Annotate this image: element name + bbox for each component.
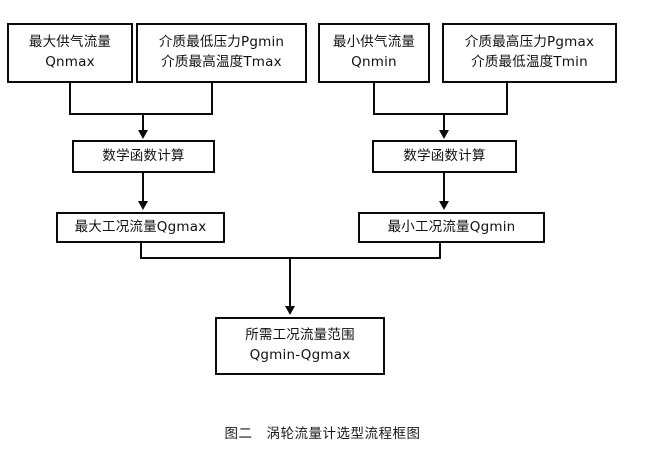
connector-left-merge-bar [69, 113, 213, 115]
connector-left-merge-to-math-shaft [142, 113, 144, 132]
node-max-pressure-min-temp-line2: 介质最低温度Tmin [471, 54, 588, 70]
node-min-pressure-max-temp: 介质最低压力Pgmin 介质最高温度Tmax [136, 23, 307, 83]
connector-bottom-merge-to-result-shaft [289, 257, 291, 307]
connector-max-supply-flow-stem [69, 83, 71, 115]
figure-caption: 图二 涡轮流量计选型流程框图 [224, 426, 421, 442]
arrowhead-left-merge-to-math [138, 130, 148, 139]
connector-max-pressure-min-temp-stem [506, 83, 508, 115]
arrowhead-bottom-merge-to-result [285, 306, 295, 315]
node-math-calc-right-label: 数学函数计算 [403, 147, 486, 164]
connector-math-left-to-max-working-shaft [142, 173, 144, 202]
node-required-flow-range-line1: 所需工况流量范围 [245, 327, 355, 344]
node-required-flow-range-line2: Qgmin-Qgmax [249, 347, 351, 363]
connector-min-pressure-max-temp-stem [211, 83, 213, 115]
connector-math-right-to-min-working-shaft [443, 173, 445, 202]
connector-right-merge-bar [373, 113, 508, 115]
arrowhead-math-left-to-max-working [138, 201, 148, 210]
node-max-supply-flow: 最大供气流量 Qnmax [7, 23, 133, 83]
node-math-calc-left-label: 数学函数计算 [102, 147, 185, 164]
node-math-calc-right: 数学函数计算 [372, 140, 517, 173]
node-min-working-flow: 最小工况流量Qgmin [358, 212, 545, 243]
node-max-supply-flow-line1: 最大供气流量 [28, 34, 112, 51]
node-max-working-flow: 最大工况流量Qgmax [56, 212, 225, 243]
node-math-calc-left: 数学函数计算 [72, 140, 215, 173]
arrowhead-math-right-to-min-working [439, 201, 449, 210]
node-min-pressure-max-temp-line1: 介质最低压力Pgmin [158, 34, 285, 51]
node-min-supply-flow-line1: 最小供气流量 [332, 34, 416, 51]
arrowhead-right-merge-to-math [439, 130, 449, 139]
connector-max-working-flow-stem [140, 243, 142, 259]
node-max-supply-flow-line2: Qnmax [45, 54, 95, 70]
connector-min-working-flow-stem [439, 243, 441, 259]
node-min-supply-flow: 最小供气流量 Qnmin [318, 23, 430, 83]
node-max-pressure-min-temp: 介质最高压力Pgmax 介质最低温度Tmin [442, 23, 617, 83]
node-min-supply-flow-line2: Qnmin [351, 54, 397, 70]
connector-right-merge-to-math-shaft [443, 113, 445, 132]
connector-min-supply-flow-stem [373, 83, 375, 115]
node-max-working-flow-label: 最大工况流量Qgmax [74, 218, 207, 235]
node-min-pressure-max-temp-line2: 介质最高温度Tmax [161, 54, 282, 70]
node-required-flow-range: 所需工况流量范围 Qgmin-Qgmax [215, 317, 385, 375]
node-min-working-flow-label: 最小工况流量Qgmin [387, 218, 516, 235]
node-max-pressure-min-temp-line1: 介质最高压力Pgmax [464, 34, 595, 51]
